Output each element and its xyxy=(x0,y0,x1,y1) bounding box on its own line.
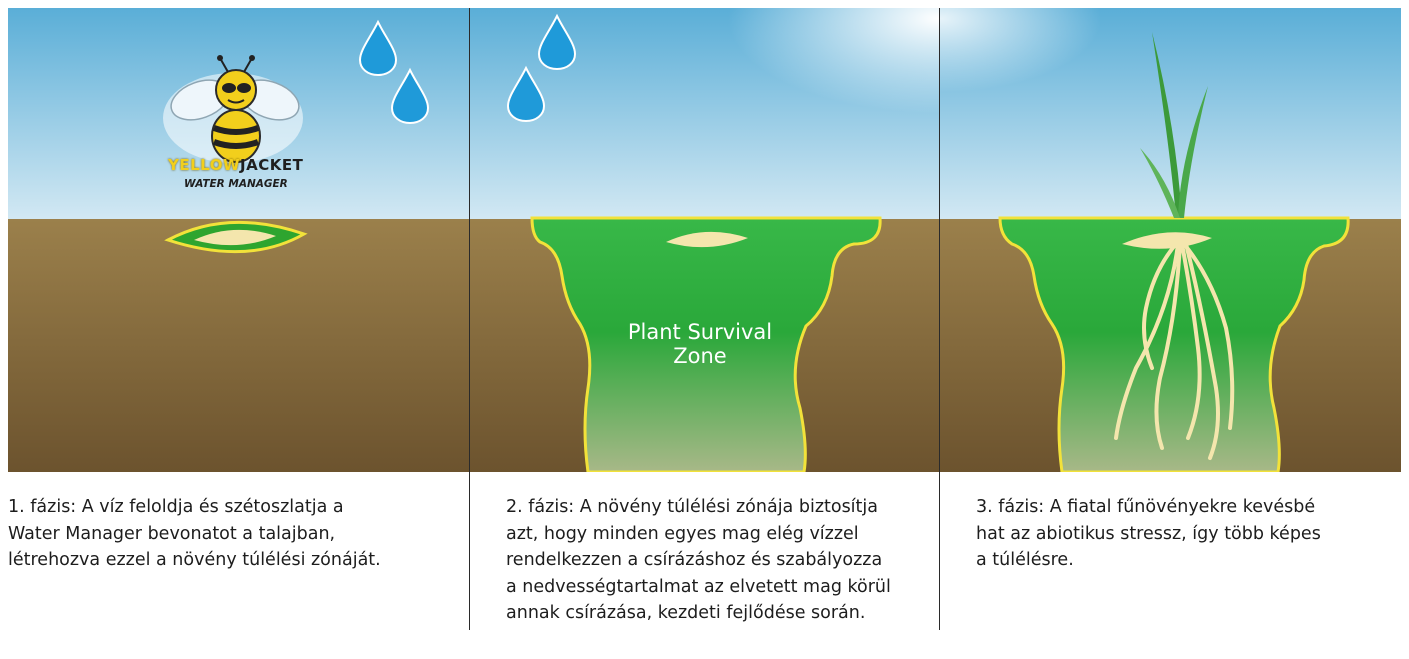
logo-word-yellow: YELLOW xyxy=(168,156,240,174)
phase-1-illustration xyxy=(8,8,469,472)
logo-tagline: WATER MANAGER xyxy=(184,178,288,190)
plant-survival-zone xyxy=(998,216,1350,472)
seed-icon xyxy=(666,231,748,248)
phase-1-panel: YELLOWJACKET WATER MANAGER xyxy=(8,8,469,472)
coated-seed-icon xyxy=(164,220,308,254)
logo-word-jacket: JACKET xyxy=(240,156,304,174)
phase-2-caption: 2. fázis: A növény túlélési zónája bizto… xyxy=(506,497,891,624)
phase-3-panel xyxy=(940,8,1401,472)
roots-icon xyxy=(1114,242,1235,460)
panel-divider xyxy=(469,8,470,630)
phase-2-illustration xyxy=(470,8,939,472)
water-drop-icon xyxy=(506,65,546,123)
water-drop-icon xyxy=(537,13,577,71)
plant-survival-zone xyxy=(530,216,882,472)
grass-seedling-icon xyxy=(1140,32,1208,218)
phase-3-illustration xyxy=(940,8,1401,472)
water-drop-icon xyxy=(358,19,398,77)
plant-survival-zone-label: Plant Survival Zone xyxy=(627,320,773,368)
logo-wordmark: YELLOWJACKET xyxy=(168,156,303,174)
phase-1-caption: 1. fázis: A víz feloldja és szétoszlatja… xyxy=(8,497,381,571)
panel-divider xyxy=(939,8,940,630)
water-drop-icon xyxy=(390,67,430,125)
phase-2-panel: Plant Survival Zone xyxy=(470,8,939,472)
seed-icon xyxy=(1122,232,1212,249)
bee-mascot-icon xyxy=(163,55,303,163)
phase-3-caption: 3. fázis: A fiatal fűnövényekre kevésbé … xyxy=(976,497,1321,571)
